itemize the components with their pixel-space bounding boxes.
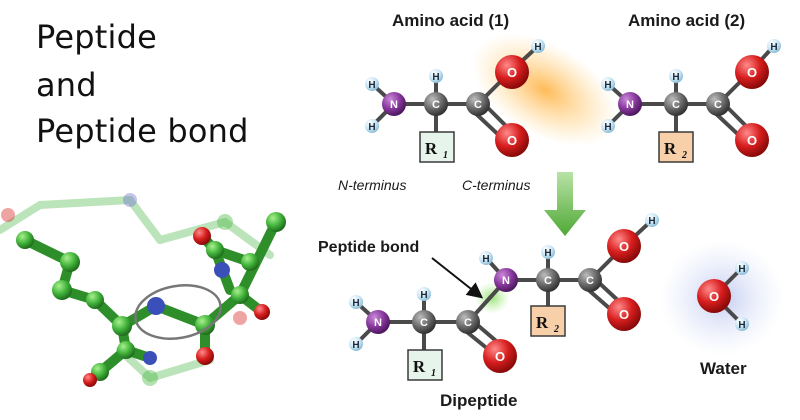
svg-text:C: C bbox=[672, 99, 680, 111]
amino-acid-1-atoms: H H N H C C O H O R 1 bbox=[365, 39, 545, 163]
peptide-bond-nitrogen bbox=[494, 268, 518, 292]
svg-text:H: H bbox=[420, 290, 427, 301]
svg-text:O: O bbox=[507, 133, 517, 148]
dipeptide-r2-box bbox=[530, 305, 566, 337]
svg-text:O: O bbox=[747, 65, 757, 80]
svg-text:2: 2 bbox=[553, 324, 559, 335]
c-terminus-label: C-terminus bbox=[462, 177, 530, 193]
svg-text:H: H bbox=[604, 80, 611, 91]
svg-text:R: R bbox=[664, 139, 677, 158]
svg-text:C: C bbox=[420, 317, 428, 329]
alpha-carbon-1 bbox=[424, 92, 448, 116]
svg-text:O: O bbox=[495, 349, 505, 364]
title-line-1: Peptide bbox=[36, 18, 157, 56]
hydroxyl-oxygen-1 bbox=[495, 55, 529, 89]
amino-acid-2-atoms: H H N H C C O H O R 2 bbox=[601, 39, 781, 163]
svg-text:H: H bbox=[738, 264, 745, 275]
svg-text:C: C bbox=[432, 99, 440, 111]
svg-text:H: H bbox=[770, 42, 777, 53]
svg-text:C: C bbox=[544, 275, 552, 287]
r2-group-box bbox=[658, 131, 694, 163]
n-terminus-label: N-terminus bbox=[338, 177, 406, 193]
svg-text:C: C bbox=[464, 317, 472, 329]
amino-acid-1-label: Amino acid (1) bbox=[392, 11, 509, 30]
amino-acid-2-label: Amino acid (2) bbox=[628, 11, 745, 30]
title-line-2: and bbox=[36, 66, 97, 104]
svg-text:N: N bbox=[374, 317, 382, 329]
nitrogen-atom-2 bbox=[618, 92, 642, 116]
nitrogen-atom-1 bbox=[382, 92, 406, 116]
water-label: Water bbox=[700, 359, 747, 378]
svg-text:1: 1 bbox=[443, 150, 448, 161]
svg-text:O: O bbox=[747, 133, 757, 148]
svg-text:H: H bbox=[352, 298, 359, 309]
svg-text:H: H bbox=[482, 254, 489, 265]
svg-text:N: N bbox=[502, 275, 510, 287]
svg-text:H: H bbox=[368, 80, 375, 91]
svg-text:H: H bbox=[352, 340, 359, 351]
svg-text:O: O bbox=[507, 65, 517, 80]
stick-model-image bbox=[0, 193, 286, 387]
svg-text:H: H bbox=[534, 42, 541, 53]
svg-text:2: 2 bbox=[681, 150, 687, 161]
svg-text:C: C bbox=[586, 275, 594, 287]
svg-text:N: N bbox=[390, 99, 398, 111]
svg-text:H: H bbox=[432, 72, 439, 83]
reaction-arrow bbox=[544, 172, 586, 236]
dipeptide-atoms: H H N H C C O H N H C C O H O R 1 R 2 bbox=[349, 213, 659, 381]
r1-group-box bbox=[419, 131, 455, 163]
peptide-bond-highlight-ellipse bbox=[134, 284, 222, 340]
svg-text:R: R bbox=[425, 139, 438, 158]
svg-text:H: H bbox=[738, 320, 745, 331]
svg-text:R: R bbox=[536, 313, 549, 332]
svg-text:1: 1 bbox=[431, 368, 436, 379]
svg-text:H: H bbox=[672, 72, 679, 83]
svg-text:R: R bbox=[413, 357, 426, 376]
svg-text:C: C bbox=[474, 99, 482, 111]
svg-text:O: O bbox=[619, 239, 629, 254]
dipeptide-r1-box bbox=[407, 349, 443, 381]
svg-text:O: O bbox=[709, 289, 719, 304]
dipeptide-label: Dipeptide bbox=[440, 391, 517, 410]
svg-text:N: N bbox=[626, 99, 634, 111]
svg-text:H: H bbox=[544, 248, 551, 259]
svg-text:H: H bbox=[648, 216, 655, 227]
peptide-bond-label: Peptide bond bbox=[318, 239, 419, 256]
svg-text:C: C bbox=[714, 99, 722, 111]
svg-text:H: H bbox=[368, 122, 375, 133]
svg-text:O: O bbox=[619, 307, 629, 322]
svg-text:H: H bbox=[604, 122, 611, 133]
water-molecule: O H H bbox=[697, 261, 749, 331]
peptide-bond-pointer bbox=[431, 257, 484, 299]
title-line-3: Peptide bond bbox=[36, 112, 249, 150]
